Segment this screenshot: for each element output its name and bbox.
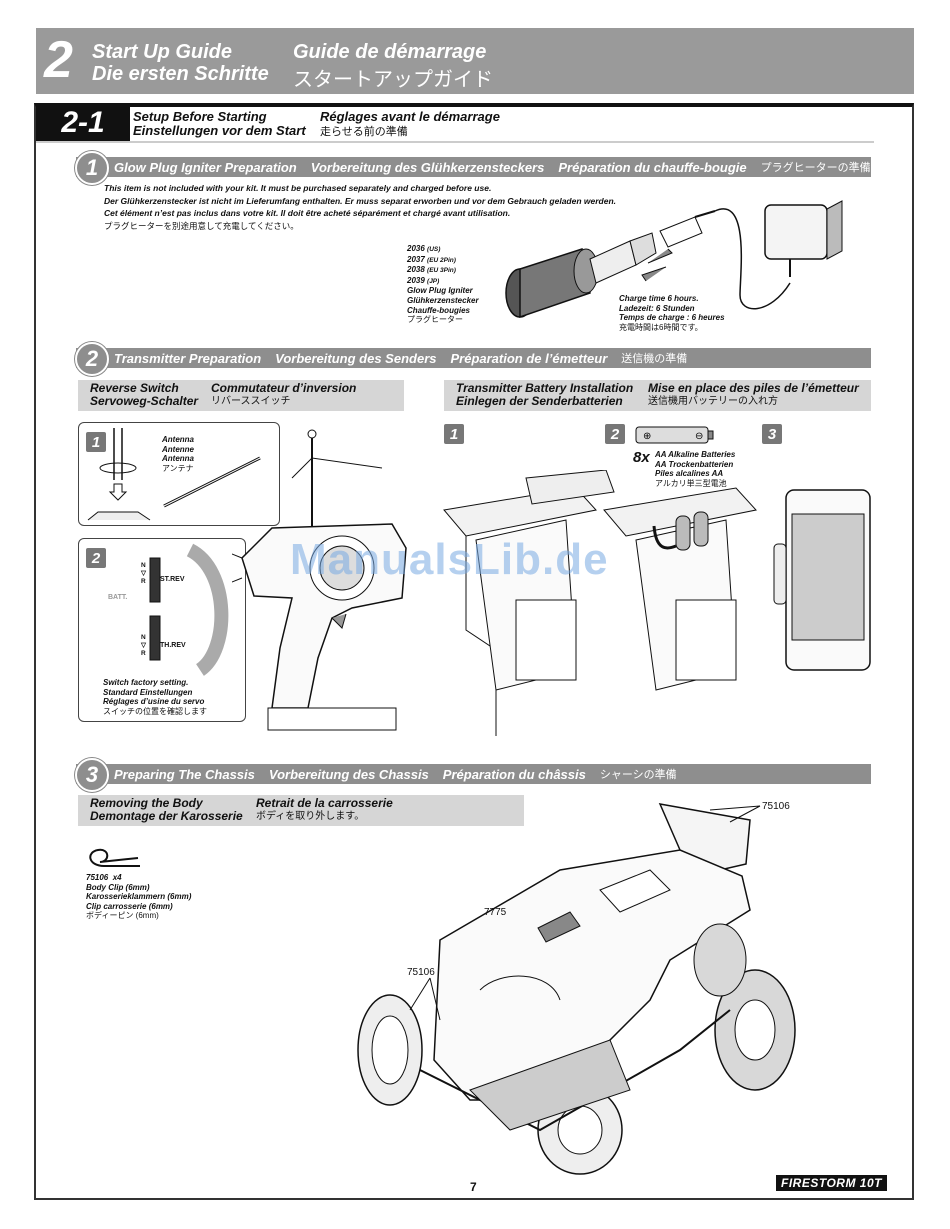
svg-text:⊖: ⊖: [695, 431, 703, 442]
truck-body-illustration: [357, 803, 796, 1175]
step1-bar: Glow Plug Igniter Preparation Vorbereitu…: [76, 157, 871, 177]
section-underline: [36, 141, 874, 143]
st-rev-label: ST.REV: [160, 576, 185, 583]
step1-title-de: Vorbereitung des Glühkerzensteckers: [310, 159, 545, 175]
battery-installation-illustration: [443, 470, 871, 736]
th-rev-label: TH.REV: [160, 642, 186, 649]
step1-title-jp: プラグヒーターの準備: [760, 162, 871, 174]
factory-setting-text: Switch factory setting.Standard Einstell…: [103, 678, 207, 716]
part-2039: 2039 (JP): [407, 275, 440, 285]
st-switch-nr: N▽R: [141, 562, 146, 585]
body-clip-icon: [89, 848, 140, 867]
antenna-illustration: [87, 428, 261, 521]
step3-title-jp: シャーシの準備: [599, 769, 677, 781]
th-switch-nr: N▽R: [141, 634, 146, 657]
page-number: 7: [470, 1180, 477, 1194]
step1-notes: This item is not included with your kit.…: [104, 182, 616, 232]
batt-label: BATT.: [108, 594, 128, 601]
firestorm-logo: FIRESTORM 10T: [776, 1175, 887, 1191]
step2-title-fr: Préparation de l’émetteur: [450, 350, 608, 366]
battery-count: 8x: [633, 449, 650, 466]
step1-title-en: Glow Plug Igniter Preparation: [114, 159, 297, 175]
part-name-en: Glow Plug Igniter: [407, 286, 473, 296]
chapter-title-jp: スタートアップガイド: [293, 69, 493, 91]
note-jp: プラグヒーターを別途用意して充電してください。: [104, 220, 299, 231]
part-2036: 2036 (US): [407, 244, 441, 253]
callout-7775: 7775: [484, 907, 507, 918]
note-de: Der Glühkerzenstecker ist nicht im Liefe…: [104, 195, 617, 206]
battery-step3-badge: 3: [762, 424, 782, 444]
part-name-jp: プラグヒーター: [407, 315, 463, 325]
step3-title-de: Vorbereitung des Chassis: [268, 766, 429, 782]
step2-number-circle: 2: [75, 342, 109, 376]
step2-title-jp: 送信機の準備: [621, 353, 688, 365]
part-2038: 2038 (EU 3Pin): [407, 265, 456, 275]
body-clip-text: 75106 x4 Body Clip (6mm)Karosserieklamme…: [86, 873, 192, 921]
watermark: ManualsLib.de: [290, 535, 609, 584]
part-name-de: Glühkerzenstecker: [407, 295, 479, 305]
note-fr: Cet élément n’est pas inclus dans votre …: [104, 208, 511, 218]
glow-igniter-illustration: [505, 200, 843, 319]
step3-number-circle: 3: [75, 758, 109, 792]
chapter-title-de: Die ersten Schritte: [92, 63, 269, 85]
step2-title-de: Vorbereitung des Senders: [275, 350, 437, 366]
page-header-bar: [36, 28, 914, 94]
charge-time-text: Charge time 6 hours. Ladezeit: 6 Stunden…: [619, 294, 725, 332]
section-title-jp: 走らせる前の準備: [320, 126, 408, 138]
content-frame: [34, 103, 914, 1200]
step3-title-en: Preparing The Chassis: [114, 766, 255, 782]
chapter-title-fr: Guide de démarrage: [293, 41, 487, 63]
aa-battery-icon: ⊕ ⊖: [635, 426, 714, 444]
switch-step-badge: 2: [86, 548, 106, 568]
battery-step2-badge: 2: [605, 424, 625, 444]
step1-title-fr: Préparation du chauffe-bougie: [558, 159, 747, 175]
section-title-fr: Réglages avant le démarrage: [320, 109, 500, 124]
note-en: This item is not included with your kit.…: [104, 183, 492, 193]
callout-75106-front: 75106: [407, 967, 435, 978]
chapter-number: 2: [44, 31, 73, 89]
switch-illustration: [149, 543, 229, 676]
section-number: 2-1: [36, 105, 130, 141]
step2-title-en: Transmitter Preparation: [114, 350, 262, 366]
section-title-en: Setup Before Starting: [133, 109, 267, 124]
part-2037: 2037 (EU 2Pin): [407, 254, 456, 264]
transmitter-illustration: [232, 429, 407, 731]
step1-number-circle: 1: [75, 151, 109, 185]
step3-bar: Preparing The Chassis Vorbereitung des C…: [76, 764, 871, 784]
antenna-panel: [78, 422, 280, 526]
igniter-parts-list: 2036 (US) 2037 (EU 2Pin) 2038 (EU 3Pin) …: [407, 244, 479, 325]
callout-75106-top: 75106: [762, 801, 790, 812]
chapter-title-en: Start Up Guide: [92, 41, 233, 63]
antenna-step-badge: 1: [86, 432, 106, 452]
svg-text:⊕: ⊕: [643, 431, 651, 442]
part-name-fr: Chauffe-bougies: [407, 305, 470, 315]
battery-step1-badge: 1: [444, 424, 464, 444]
section-title-de: Einstellungen vor dem Start: [133, 123, 306, 138]
step2-bar: Transmitter Preparation Vorbereitung des…: [76, 348, 871, 368]
step3-title-fr: Préparation du châssis: [442, 766, 586, 782]
